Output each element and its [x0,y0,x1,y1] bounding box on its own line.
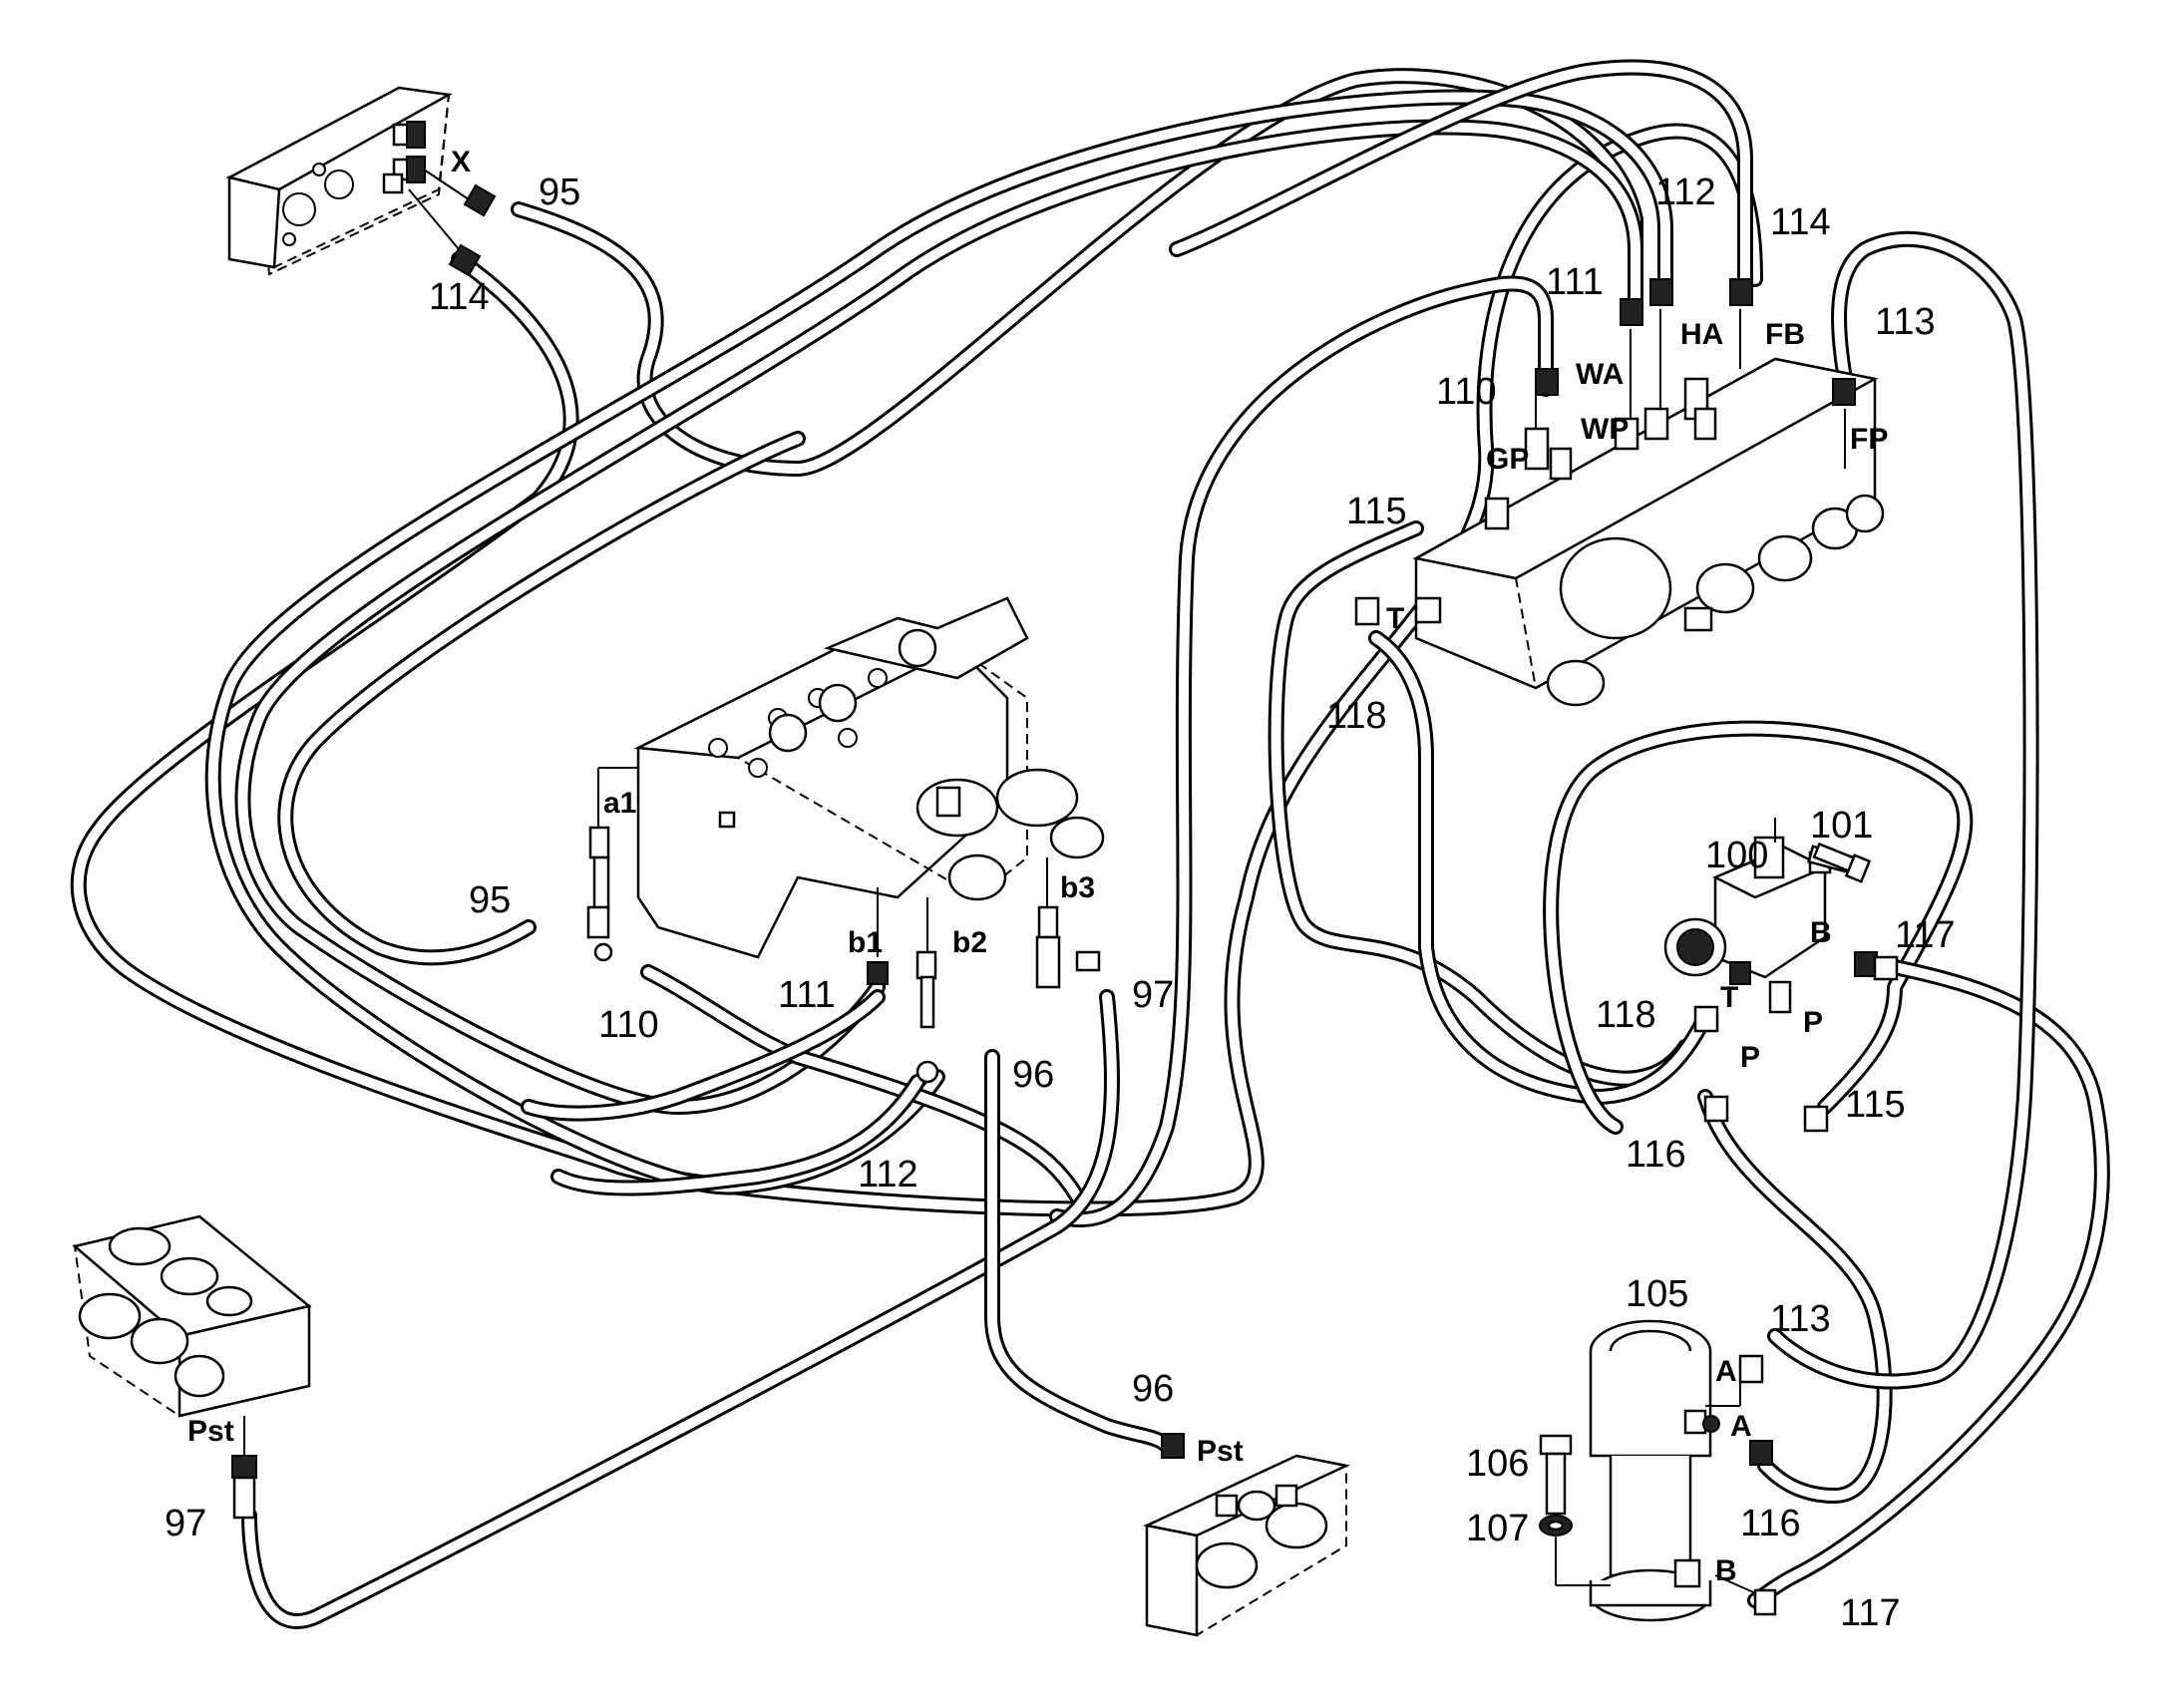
main-control-valve [597,596,1105,959]
port-a-cyl2: A [1730,1410,1752,1443]
callout-96-low: 96 [1132,1368,1174,1410]
port-pst-right: Pst [1197,1435,1244,1468]
port-a1: a1 [603,787,636,820]
callout-96-mid: 96 [1012,1054,1054,1096]
callout-117-top: 117 [1895,914,1956,956]
callout-110-right: 110 [1436,371,1497,413]
port-fp: FP [1850,423,1888,456]
right-top-valve-block [1354,278,1885,707]
port-gp: GP [1486,443,1529,476]
port-fb: FB [1765,318,1805,351]
cylinder-105 [1555,1319,1777,1622]
callout-113-top: 113 [1875,301,1936,343]
port-t-top: T [1386,602,1404,635]
callout-101: 101 [1810,805,1873,847]
callout-115-top: 115 [1346,491,1407,532]
bolt-101 [1812,842,1872,883]
callout-114-right: 114 [1770,201,1831,243]
callout-111-top: 111 [1546,261,1604,303]
callout-97-low: 97 [165,1503,206,1544]
port-b-valve: B [1810,916,1832,949]
port-p-valve1: P [1740,1041,1760,1074]
port-t-valve: T [1720,981,1738,1014]
callout-114-top: 114 [429,276,490,318]
lower-pst-block [1143,1433,1350,1637]
port-pst-left: Pst [187,1415,234,1448]
callout-113-low: 113 [1770,1298,1831,1340]
port-b-cyl: B [1715,1554,1737,1587]
callout-116-mid: 116 [1626,1134,1686,1176]
port-x: X [451,146,471,178]
callout-107: 107 [1466,1508,1529,1549]
port-p-valve2: P [1803,1006,1823,1039]
fitting-b3 [1035,905,1101,989]
callout-115-mid: 115 [1845,1084,1906,1126]
port-b2: b2 [952,926,987,959]
callout-118-mid: 118 [1596,994,1656,1036]
port-labels: X a1 b1 b2 b3 Pst Pst WA HA FB GP WP FP … [187,146,1888,1587]
callout-111-left: 111 [778,974,836,1016]
callout-110-left: 110 [598,1004,659,1046]
washer-107 [1539,1515,1573,1537]
callout-117-low: 117 [1840,1592,1901,1634]
hose-117 [1747,957,2110,1608]
fitting-b1 [867,961,889,985]
port-wp: WP [1581,413,1629,446]
callout-100: 100 [1705,835,1768,876]
left-pst-block [72,1214,312,1520]
callout-numbers: 95 114 95 110 111 112 96 97 96 97 111 11… [165,171,1956,1634]
fitting-b2 [915,950,939,1084]
callout-106: 106 [1466,1443,1529,1485]
bolt-106 [1539,1434,1573,1516]
port-ha: HA [1680,318,1723,351]
callout-118-top: 118 [1326,695,1387,737]
solenoid-valve [1663,818,1899,1133]
hose-lines [70,59,2110,1629]
port-wa: WA [1576,358,1624,391]
port-b1: b1 [848,926,883,959]
callout-95-top: 95 [539,171,580,213]
port-b3: b3 [1060,871,1095,904]
callout-116-low: 116 [1740,1503,1801,1544]
callout-95-left: 95 [469,879,511,921]
fitting-a1 [586,826,613,962]
top-left-block [225,86,497,277]
fitting-x-upper [382,121,426,194]
callout-97-mid: 97 [1132,974,1174,1016]
callout-112-left: 112 [858,1154,918,1196]
callout-105: 105 [1626,1273,1688,1315]
port-a-cyl1: A [1715,1355,1737,1388]
callout-112-top: 112 [1655,171,1716,213]
